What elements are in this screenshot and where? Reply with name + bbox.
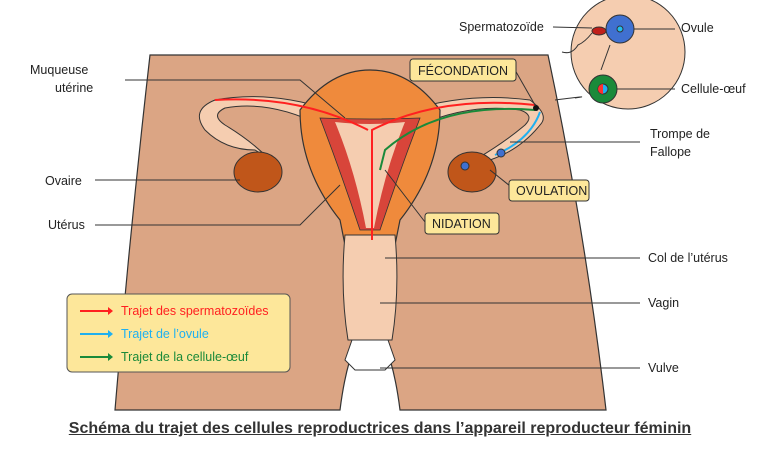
ovum-in-ovary	[460, 161, 470, 171]
step-fecondation: FÉCONDATION	[409, 58, 517, 82]
legend-label: Trajet des spermatozoïdes	[121, 304, 269, 318]
label-spermatozoide: Spermatozoïde	[459, 20, 544, 34]
caption: Schéma du trajet des cellules reproductr…	[68, 420, 692, 437]
step-fecondation-label: FÉCONDATION	[418, 63, 508, 78]
zygote-nucleus-half	[598, 84, 603, 94]
label-muqueuse-1: Muqueuse	[30, 63, 88, 77]
fecondation-point	[533, 105, 539, 111]
vagina	[342, 234, 398, 341]
legend-label: Trajet de la cellule-œuf	[121, 350, 249, 364]
label-ovule: Ovule	[681, 21, 714, 35]
step-ovulation-label: OVULATION	[516, 184, 587, 198]
zoom-circle	[570, 0, 686, 110]
legend-item-zygote: Trajet de la cellule-œuf	[80, 350, 249, 364]
label-vulve: Vulve	[648, 361, 679, 375]
zygote-path	[379, 107, 536, 171]
label-cellule-oeuf: Cellule-œuf	[681, 82, 746, 96]
sperm-cell	[591, 26, 607, 36]
label-vagin: Vagin	[648, 296, 679, 310]
label-muqueuse-2: utérine	[55, 81, 93, 95]
sperm-path-left	[214, 98, 369, 131]
legend-label: Trajet de l’ovule	[121, 327, 209, 341]
sperm-path	[371, 101, 536, 240]
ovum-in-tube	[496, 148, 506, 158]
label-col: Col de l’utérus	[648, 251, 728, 265]
step-ovulation: OVULATION	[508, 179, 590, 202]
leader-lines	[95, 26, 675, 369]
legend-item-ovule: Trajet de l’ovule	[80, 327, 209, 341]
legend: Trajet des spermatozoïdes Trajet de l’ov…	[66, 293, 291, 373]
legend-item-sperm: Trajet des spermatozoïdes	[80, 304, 269, 318]
vulva	[344, 339, 396, 371]
step-nidation-label: NIDATION	[432, 217, 491, 231]
label-uterus: Utérus	[48, 218, 85, 232]
fusion-arrow	[600, 44, 611, 71]
left-ovary	[233, 151, 283, 193]
sperm-tail	[561, 32, 593, 54]
zoom-arrow	[554, 96, 583, 101]
step-nidation: NIDATION	[424, 212, 500, 235]
label-ovaire: Ovaire	[45, 174, 82, 188]
label-trompe-2: Fallope	[650, 145, 691, 159]
right-ovary	[447, 151, 497, 193]
label-trompe-1: Trompe de	[650, 127, 710, 141]
ovule-nucleus	[616, 25, 624, 33]
